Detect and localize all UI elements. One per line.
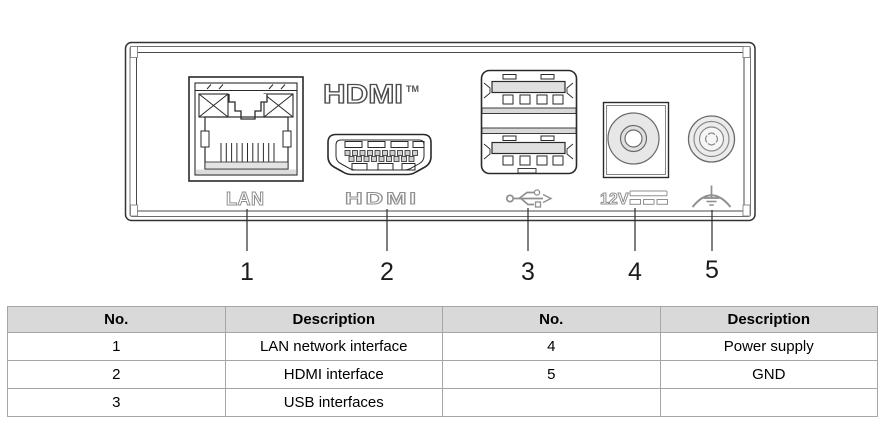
dc-voltage-icon	[629, 190, 668, 205]
table-cell: 2	[7, 360, 226, 389]
table-row: 3 USB interfaces	[7, 388, 878, 417]
table-row: 2 HDMI interface 5 GND	[7, 360, 878, 389]
usb-ports	[480, 69, 578, 175]
rj45-key-notch	[228, 94, 268, 120]
usb-trident-icon	[505, 189, 553, 208]
hdmi-logo-text: HDMI	[323, 79, 403, 109]
dc-voltage-label: 12V	[600, 190, 668, 209]
power-voltage-text: 12V	[600, 191, 629, 208]
table-cell	[442, 388, 661, 417]
callout-1: 1	[240, 258, 254, 286]
callout-2: 2	[380, 258, 394, 286]
lan-port	[188, 76, 304, 182]
hdmi-port-label: HDMI	[345, 189, 419, 208]
table-cell: HDMI interface	[224, 360, 443, 389]
hdmi-pins-top	[344, 141, 425, 148]
usb-port-upper	[483, 74, 574, 105]
gnd-screw-cross	[704, 132, 719, 146]
dc-power-jack	[602, 101, 670, 179]
callout-4: 4	[628, 258, 642, 286]
hdmi-logo: HDMI TM	[322, 78, 419, 109]
table-cell: Power supply	[659, 332, 878, 361]
table-cell: 1	[7, 332, 226, 361]
hdmi-port	[327, 133, 432, 176]
lan-label: LAN	[226, 189, 266, 209]
gnd-screw	[687, 115, 736, 163]
corner-tab	[742, 204, 751, 217]
legend-table: No. Description No. Description 1 LAN ne…	[7, 306, 878, 417]
callout-5: 5	[705, 256, 719, 284]
rear-panel-diagram: LAN HDMI TM	[124, 41, 756, 286]
callout-numbers: 1 2 3 4 5	[240, 256, 719, 286]
header-description-right: Description	[659, 306, 878, 333]
hdmi-pins-middle	[344, 150, 418, 162]
rj45-pins	[220, 143, 275, 162]
corner-tab	[130, 46, 138, 58]
header-no-right: No.	[442, 306, 661, 333]
header-description-left: Description	[224, 306, 443, 333]
table-row: 1 LAN network interface 4 Power supply	[7, 332, 878, 361]
table-cell: USB interfaces	[224, 388, 443, 417]
corner-tab	[130, 204, 138, 217]
table-cell: 4	[442, 332, 661, 361]
callout-3: 3	[521, 258, 535, 286]
table-cell: 5	[442, 360, 661, 389]
hdmi-tm-mark: TM	[406, 84, 419, 94]
table-cell: GND	[659, 360, 878, 389]
table-header-row: No. Description No. Description	[7, 306, 878, 333]
header-no-left: No.	[7, 306, 226, 333]
table-cell: 3	[7, 388, 226, 417]
table-cell: LAN network interface	[224, 332, 443, 361]
usb-port-lower	[483, 135, 574, 174]
ground-icon	[691, 185, 732, 208]
callout-lines	[246, 208, 713, 251]
corner-tab	[742, 46, 751, 58]
table-cell	[659, 388, 878, 417]
hdmi-pins-bottom	[351, 163, 416, 171]
